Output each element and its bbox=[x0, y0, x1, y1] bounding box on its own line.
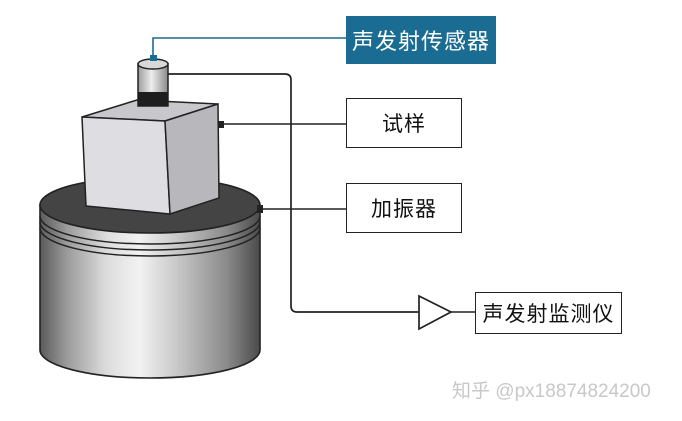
sensor-label: 声发射传感器 bbox=[346, 16, 496, 64]
sensor-label-cable bbox=[152, 37, 347, 56]
shaker-label: 加振器 bbox=[346, 183, 462, 233]
signal-wire bbox=[168, 73, 419, 313]
specimen-cube bbox=[81, 99, 224, 216]
amplifier-icon bbox=[418, 294, 453, 331]
monitor-label: 声发射监测仪 bbox=[475, 292, 622, 334]
specimen-label: 试样 bbox=[346, 98, 462, 148]
ae-sensor bbox=[137, 55, 169, 107]
watermark: 知乎 @px18874824200 bbox=[452, 381, 651, 402]
